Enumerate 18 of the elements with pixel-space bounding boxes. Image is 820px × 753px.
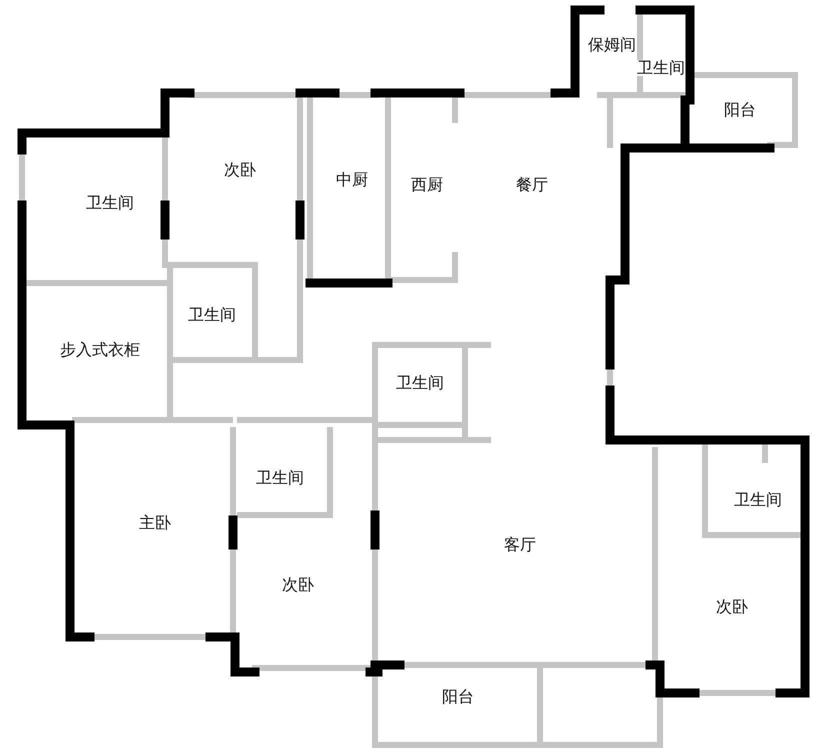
room-label: 卫生间 [637, 60, 685, 76]
room-label: 阳台 [442, 689, 474, 705]
room-label: 卫生间 [86, 195, 134, 211]
room-label: 餐厅 [516, 177, 548, 193]
room-label: 卫生间 [396, 375, 444, 391]
room-label: 西厨 [411, 177, 443, 193]
room-label: 卫生间 [188, 307, 236, 323]
room-label: 次卧 [224, 162, 256, 178]
room-label: 客厅 [504, 537, 536, 553]
room-label: 中厨 [336, 172, 368, 188]
room-label: 保姆间 [588, 37, 636, 53]
room-label: 次卧 [282, 577, 314, 593]
room-label: 步入式衣柜 [60, 342, 140, 358]
room-label: 阳台 [724, 102, 756, 118]
room-label: 卫生间 [256, 470, 304, 486]
room-label: 卫生间 [734, 492, 782, 508]
room-label: 次卧 [716, 599, 748, 615]
room-label: 主卧 [139, 515, 171, 531]
